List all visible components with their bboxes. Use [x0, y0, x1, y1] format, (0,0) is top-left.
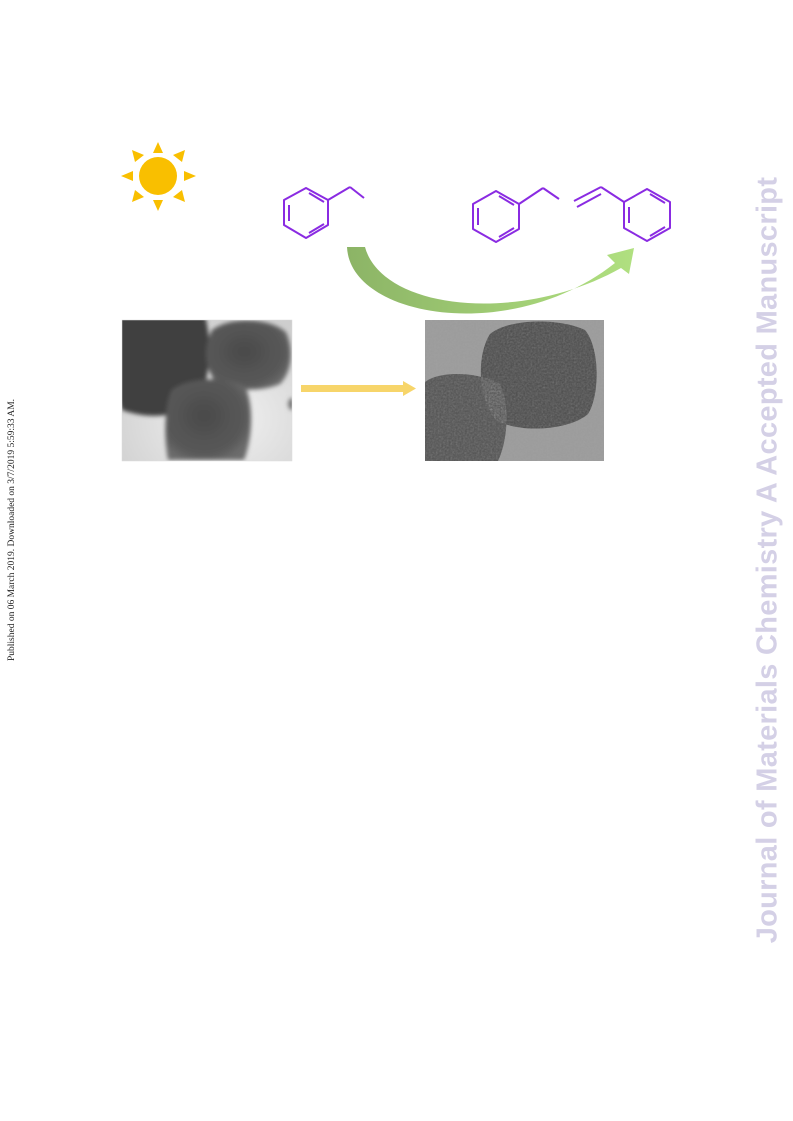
- curved-arrow-icon: [347, 247, 634, 314]
- sun-icon: [121, 142, 196, 211]
- tem-image-after: [425, 320, 604, 461]
- ethylbenzene-structure: [283, 186, 365, 239]
- tem-image-before: [122, 320, 292, 461]
- right-arrow-icon: [301, 381, 416, 396]
- styrene-structure: [472, 186, 671, 243]
